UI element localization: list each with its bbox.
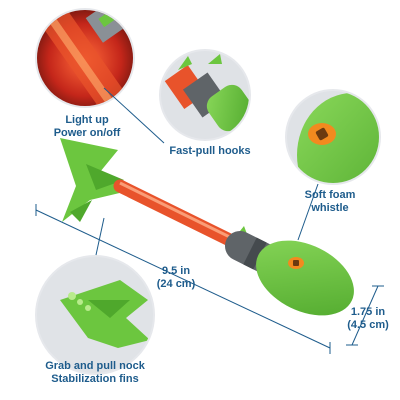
light-up-callout (35, 8, 165, 144)
hooks-callout (159, 49, 251, 141)
length-line-1: 9.5 in (161, 265, 191, 277)
whistle-line-1: Soft foam (304, 189, 356, 201)
light-up-line-2: Power on/off (53, 127, 121, 139)
whistle-line-2: whistle (311, 202, 349, 214)
fins-line-2: Stabilization fins (51, 373, 139, 385)
diameter-line-1: 1.75 in (350, 306, 386, 318)
length-label: 9.5 in (24 cm) (146, 265, 206, 291)
fins-label: Grab and pull nock Stabilization fins (30, 360, 160, 386)
length-dimension (35, 204, 331, 354)
light-up-line-1: Light up (65, 114, 109, 126)
length-line-2: (24 cm) (156, 278, 196, 290)
whistle-callout (285, 89, 381, 241)
rocket-product (60, 138, 354, 316)
diameter-label: 1.75 in (4.5 cm) (340, 306, 396, 332)
hooks-line-1: Fast-pull hooks (169, 145, 251, 157)
fins-callout (35, 217, 155, 375)
diameter-dimension (346, 285, 384, 346)
diameter-line-2: (4.5 cm) (347, 319, 389, 331)
fins-line-1: Grab and pull nock (45, 360, 145, 372)
light-up-label: Light up Power on/off (42, 114, 132, 140)
whistle-label: Soft foam whistle (295, 189, 365, 215)
hooks-label: Fast-pull hooks (158, 145, 262, 158)
